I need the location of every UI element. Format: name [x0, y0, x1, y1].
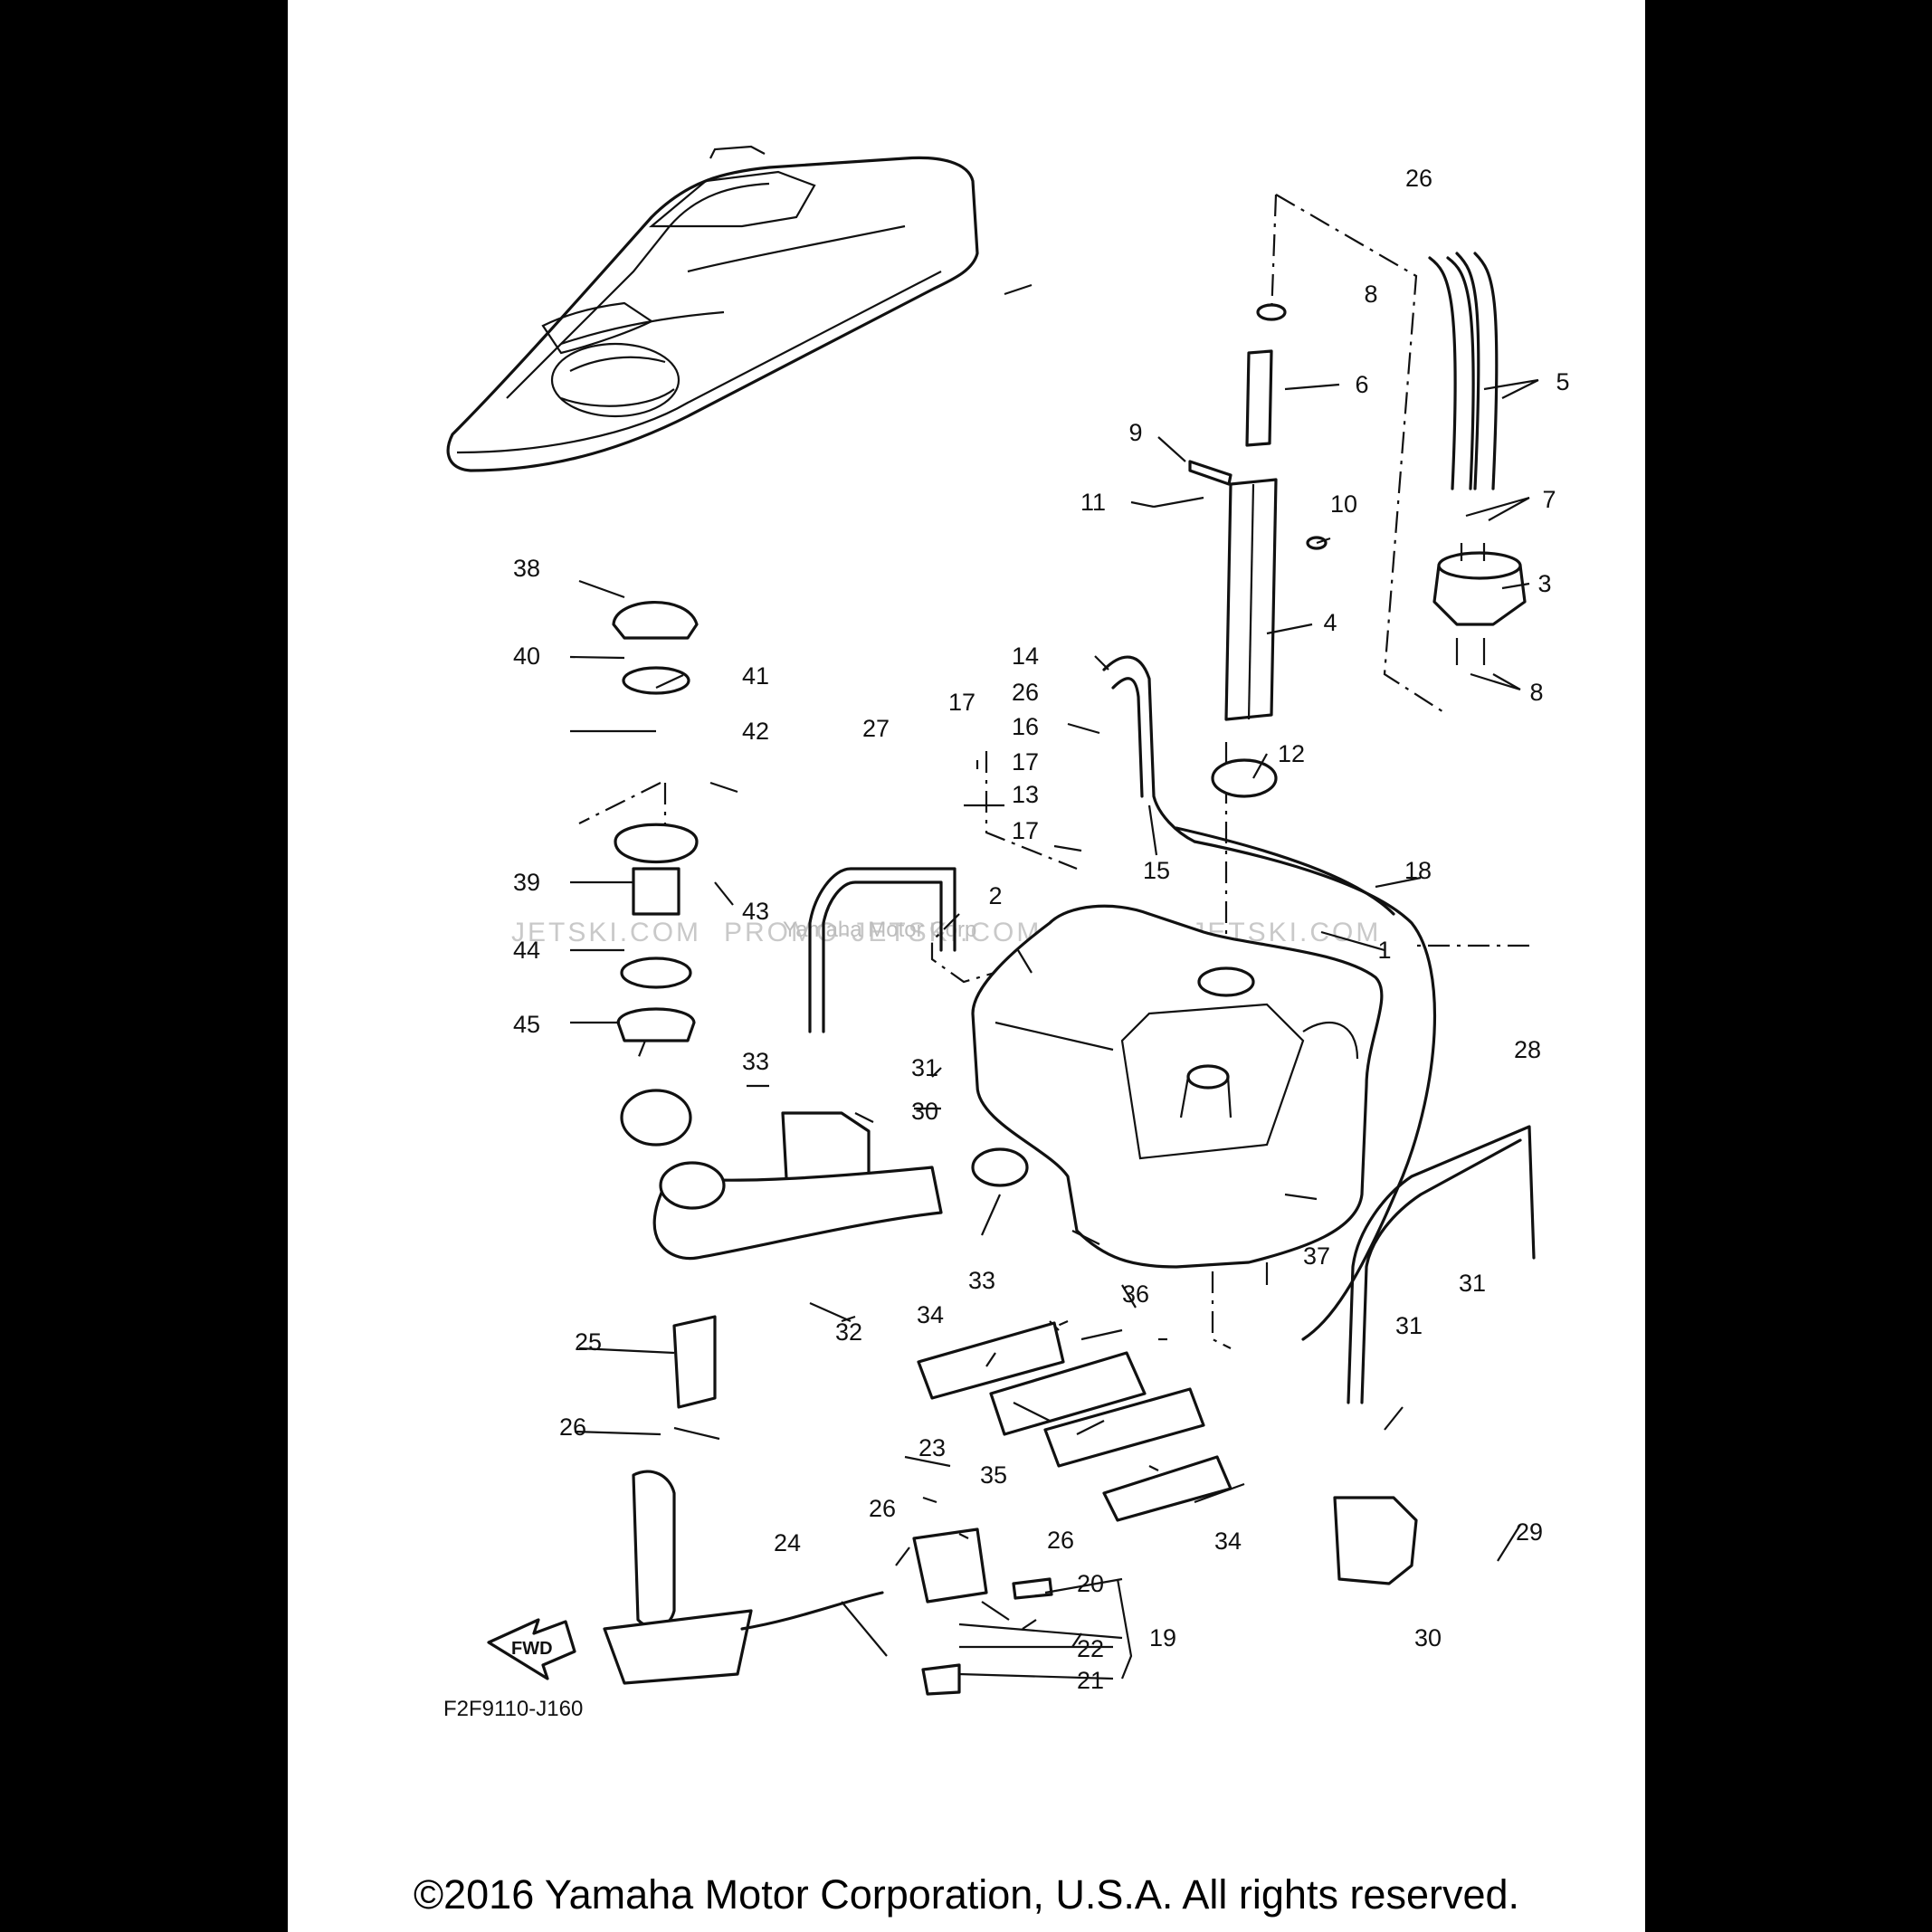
callout-17-a: 17: [948, 689, 976, 716]
callout-31-right: 31: [1395, 1312, 1423, 1339]
watermark-overlay-text: Yamaha Motor Corp: [783, 918, 976, 942]
watercraft-illustration: [446, 145, 979, 472]
callout-26-right: 26: [1047, 1527, 1074, 1554]
callout-1: 1: [1377, 937, 1391, 964]
callout-16: 16: [1012, 713, 1039, 740]
callout-26-hose: 26: [1012, 679, 1039, 706]
callout-34-top: 34: [917, 1301, 944, 1328]
watermark-text-2: PROMO-JETSKI.COM: [724, 918, 1042, 947]
copyright-notice: ©2016 Yamaha Motor Corporation, U.S.A. A…: [413, 1871, 1520, 1918]
callout-9: 9: [1128, 419, 1142, 446]
pads: [917, 1321, 1232, 1522]
callout-5: 5: [1556, 368, 1569, 395]
fwd-label: FWD: [511, 1639, 553, 1659]
diagram-sheet: [288, 0, 1645, 1932]
callout-32: 32: [835, 1318, 862, 1346]
callout-26-top: 26: [1405, 165, 1432, 192]
callout-2: 2: [988, 882, 1002, 909]
diagram-reference-code: F2F9110-J160: [443, 1697, 583, 1721]
callout-12: 12: [1278, 740, 1305, 767]
callout-41: 41: [742, 662, 769, 690]
callout-3: 3: [1537, 570, 1551, 597]
fwd-arrow: FWD: [487, 1618, 576, 1680]
callout-20: 20: [1077, 1570, 1104, 1597]
callout-15: 15: [1143, 857, 1170, 884]
callout-6: 6: [1355, 371, 1368, 398]
callout-4: 4: [1323, 609, 1337, 636]
callout-26-left: 26: [559, 1413, 586, 1441]
callout-10: 10: [1330, 490, 1357, 518]
callout-30-left: 30: [911, 1098, 938, 1125]
callout-8-top: 8: [1364, 281, 1377, 308]
callout-26-drain: 26: [869, 1495, 896, 1522]
callout-14: 14: [1012, 642, 1039, 670]
callout-35: 35: [980, 1461, 1007, 1489]
callout-44: 44: [513, 937, 540, 964]
callout-36: 36: [1122, 1280, 1149, 1308]
callout-42: 42: [742, 718, 769, 745]
callout-37: 37: [1303, 1242, 1330, 1270]
pump-and-hoses: [1428, 252, 1527, 665]
filler-neck-assembly: [612, 601, 1029, 1261]
callout-18: 18: [1404, 857, 1432, 884]
callout-40: 40: [513, 642, 540, 670]
callout-13: 13: [1012, 781, 1039, 808]
callout-8-bottom: 8: [1529, 679, 1543, 706]
callout-11: 11: [1080, 489, 1106, 516]
callout-38: 38: [513, 555, 540, 582]
callout-43: 43: [742, 898, 769, 925]
callout-29: 29: [1516, 1518, 1543, 1546]
callout-17-c: 17: [1012, 817, 1039, 844]
callout-19: 19: [1149, 1624, 1176, 1651]
callout-24: 24: [774, 1529, 801, 1556]
watermark-text-1: JETSKI.COM: [511, 918, 701, 947]
callout-23: 23: [918, 1434, 946, 1461]
callout-31-left: 31: [911, 1054, 938, 1081]
callout-leaders: [569, 283, 1539, 1680]
callout-7: 7: [1542, 486, 1556, 513]
callout-22: 22: [1077, 1635, 1104, 1662]
filler-tube-assembly: [1153, 303, 1328, 798]
callout-27: 27: [862, 715, 890, 742]
callout-28: 28: [1514, 1036, 1541, 1063]
callout-45: 45: [513, 1011, 540, 1038]
drain-assembly: [603, 1315, 1053, 1696]
callout-34-bottom: 34: [1214, 1528, 1242, 1555]
callout-21: 21: [1077, 1667, 1104, 1694]
callout-30-right: 30: [1414, 1624, 1442, 1651]
fuel-tank: [971, 904, 1384, 1269]
callout-39: 39: [513, 869, 540, 896]
callout-33-top: 33: [742, 1048, 769, 1075]
callout-17-b: 17: [1012, 748, 1039, 776]
callout-labels: 1 2 3 4 5 6 7 8 8 9 10 11 12 13 14 15 16…: [513, 165, 1570, 1694]
callout-25: 25: [575, 1328, 602, 1356]
callout-31-mid: 31: [1459, 1270, 1486, 1297]
callout-33-bottom: 33: [968, 1267, 995, 1294]
